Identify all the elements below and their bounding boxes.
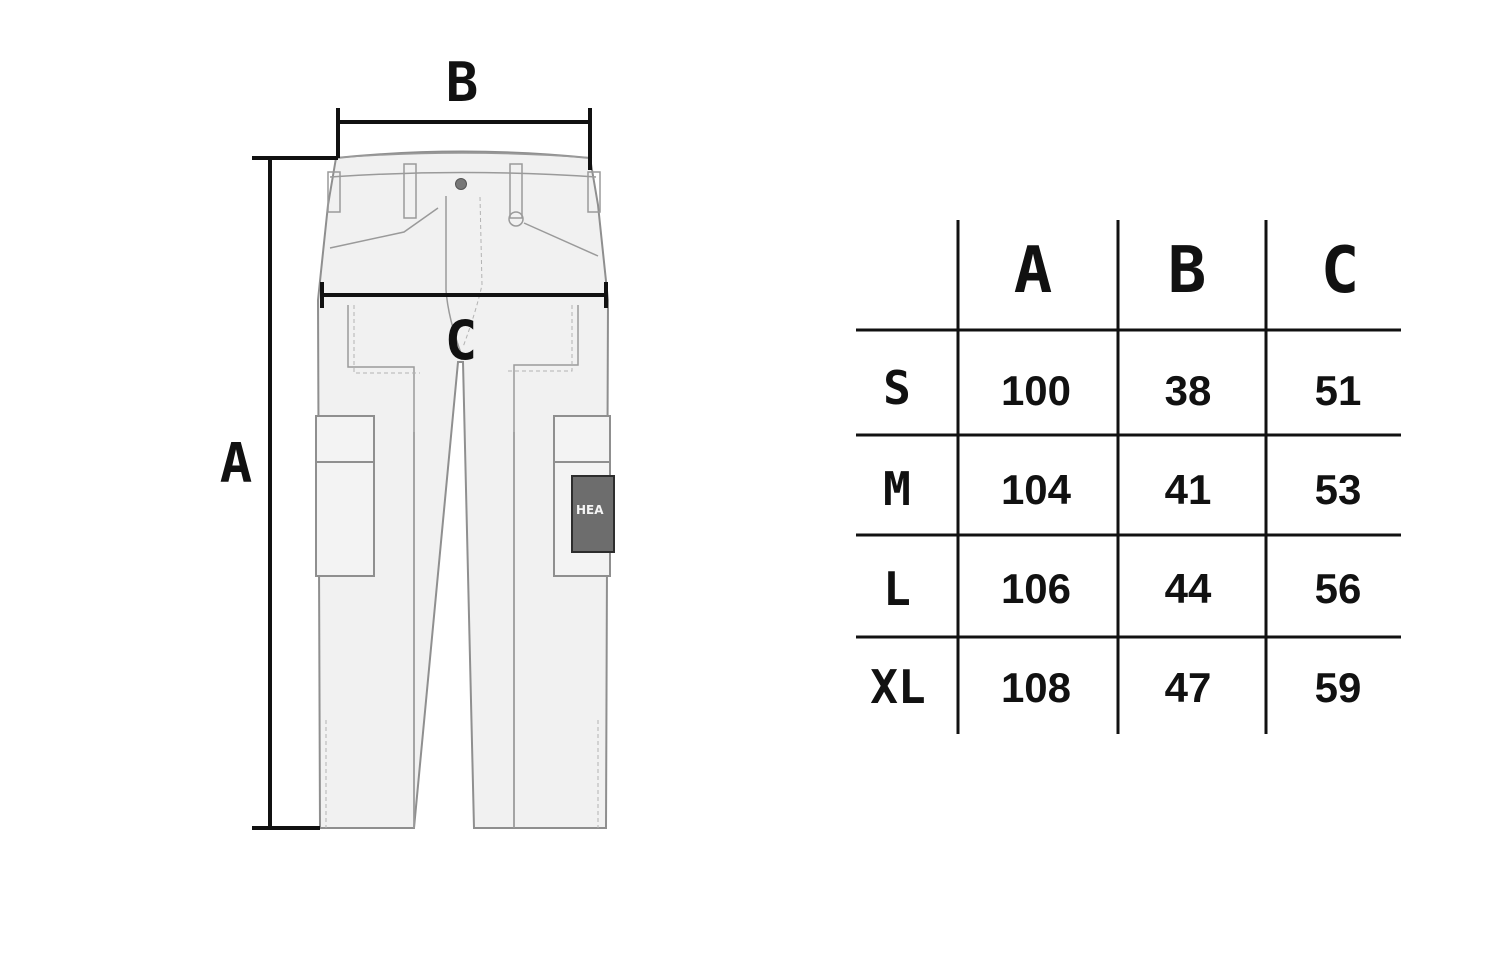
dimension-labels: A B C [220, 51, 479, 495]
waist-button [455, 178, 467, 190]
side-tab-right [587, 171, 601, 213]
cargo-pocket-right: HEA [553, 415, 615, 577]
table-cell-l-a: 106 [1001, 565, 1071, 612]
table-row-size-xl: XL [870, 660, 925, 714]
waistband-line [329, 171, 597, 178]
table-header-a: A [1014, 234, 1053, 308]
label-b: B [446, 51, 479, 114]
label-c: C [445, 309, 478, 372]
knee-stitch-left [353, 305, 420, 374]
label-a: A [220, 432, 253, 495]
brand-patch [571, 475, 615, 553]
waistband-top-line [332, 152, 593, 159]
table-cell-l-c: 56 [1315, 565, 1362, 612]
table-cell-xl-c: 59 [1315, 664, 1362, 711]
table-row-size-l: L [883, 562, 911, 616]
size-table: A B C S M L XL 100 38 51 104 41 53 106 4… [856, 220, 1401, 734]
table-row-size-m: M [883, 462, 911, 516]
front-pocket-right [523, 222, 599, 257]
table-cell-l-b: 44 [1165, 565, 1212, 612]
pants-illustration: HEA [315, 150, 615, 829]
table-cell-s-a: 100 [1001, 367, 1071, 414]
belt-loop-right [509, 163, 523, 219]
front-pocket-left [329, 207, 439, 249]
table-cell-xl-b: 47 [1165, 664, 1212, 711]
fly-line [445, 196, 463, 357]
brand-patch-text: HEA [576, 503, 604, 517]
table-header-c: C [1321, 234, 1360, 308]
table-cell-s-c: 51 [1315, 367, 1362, 414]
cargo-pocket-left [315, 415, 375, 577]
knee-stitch-right [508, 305, 573, 372]
table-cell-m-c: 53 [1315, 466, 1362, 513]
table-row-size-s: S [883, 361, 911, 415]
dimension-lines [252, 108, 608, 830]
table-cell-m-b: 41 [1165, 466, 1212, 513]
fly-stitch [462, 196, 483, 348]
table-cell-m-a: 104 [1001, 466, 1072, 513]
table-cell-s-b: 38 [1165, 367, 1212, 414]
belt-loop-left [403, 163, 417, 219]
table-header-b: B [1168, 234, 1207, 308]
d-ring [508, 211, 524, 227]
table-cell-xl-a: 108 [1001, 664, 1071, 711]
side-tab-left [327, 171, 341, 213]
